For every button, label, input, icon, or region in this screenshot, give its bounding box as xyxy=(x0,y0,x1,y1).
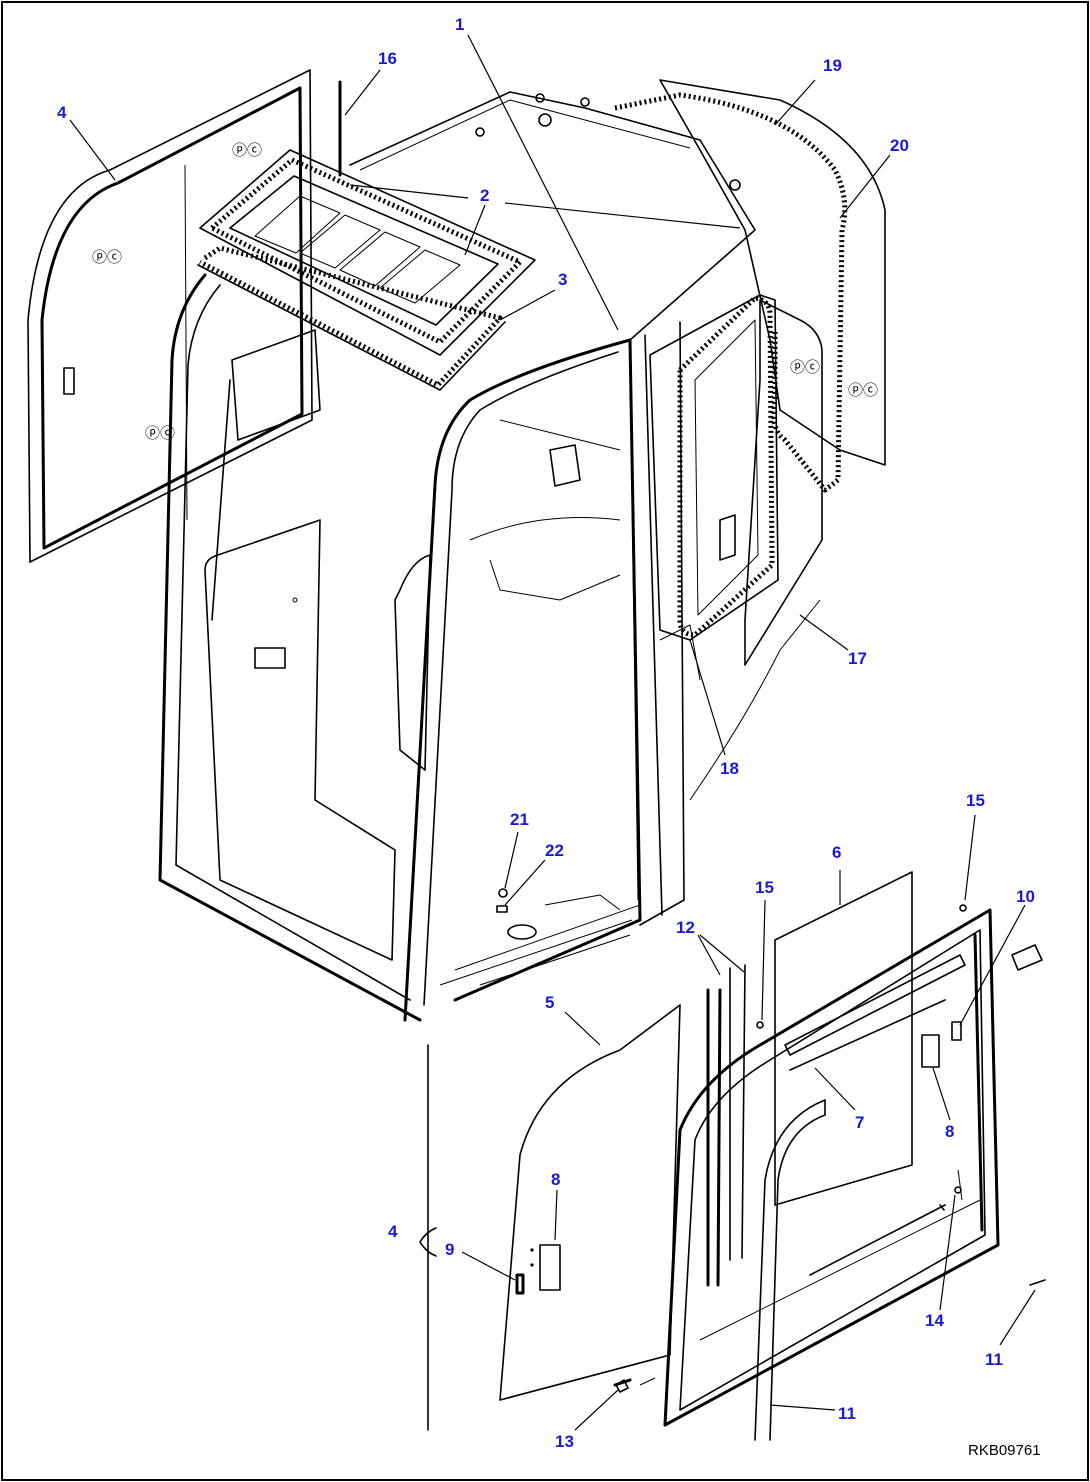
svg-text:ⓟⓒ: ⓟⓒ xyxy=(232,142,262,159)
callout-17: 17 xyxy=(848,649,867,668)
callout-12: 12 xyxy=(676,918,695,937)
callout-13: 13 xyxy=(555,1432,574,1451)
block-10 xyxy=(1011,944,1043,971)
callout-15-top: 15 xyxy=(966,791,985,810)
callout-14: 14 xyxy=(925,1311,944,1330)
screw-13 xyxy=(615,1379,629,1393)
washer-22 xyxy=(496,905,508,913)
callout-19: 19 xyxy=(823,56,842,75)
callout-10: 10 xyxy=(1016,887,1035,906)
svg-text:ⓟⓒ: ⓟⓒ xyxy=(848,382,878,399)
callout-11-mid: 11 xyxy=(838,1404,856,1423)
bolt-21 xyxy=(498,888,508,898)
right-rear-glass xyxy=(689,299,823,801)
callout-8-right: 8 xyxy=(945,1122,954,1141)
callout-16: 16 xyxy=(378,49,397,68)
callout-1: 1 xyxy=(455,15,464,34)
callout-6: 6 xyxy=(832,843,841,862)
door-glass-5 xyxy=(499,1004,681,1401)
clip-15-top xyxy=(959,904,967,912)
callout-7: 7 xyxy=(855,1113,864,1132)
callout-4-top: 4 xyxy=(57,103,67,122)
left-side-window-glass: ⓟⓒ ⓟⓒ ⓟⓒ xyxy=(27,69,313,563)
callout-15-mid: 15 xyxy=(755,878,774,897)
door-glass-6 xyxy=(774,871,913,1206)
rear-window xyxy=(649,294,779,641)
leader-lines xyxy=(69,34,1036,1431)
rubber-11 xyxy=(754,1099,826,1441)
roof-hatch-assembly xyxy=(197,149,536,391)
callout-8-left: 8 xyxy=(551,1170,560,1189)
pin-14 xyxy=(954,1186,962,1194)
callout-labels: 1 2 3 4 16 19 20 17 18 21 22 15 6 15 10 … xyxy=(57,15,1035,1451)
svg-text:ⓟⓒ: ⓟⓒ xyxy=(790,359,820,376)
channels-12 xyxy=(706,964,746,1287)
callout-18: 18 xyxy=(720,759,739,778)
callout-20: 20 xyxy=(890,136,909,155)
callout-22: 22 xyxy=(545,841,564,860)
rear-top-glass: ⓟⓒ ⓟⓒ xyxy=(614,79,886,493)
drawing-code: RKB09761 xyxy=(968,1442,1041,1459)
cab-frame xyxy=(158,91,756,1022)
callout-21: 21 xyxy=(510,810,529,829)
callout-4-bottom: 4 xyxy=(388,1222,398,1241)
callout-3: 3 xyxy=(558,270,567,289)
callout-5: 5 xyxy=(545,993,554,1012)
callout-2: 2 xyxy=(480,186,489,205)
callout-11-right: 11 xyxy=(985,1350,1003,1369)
clip-15-mid xyxy=(756,1021,764,1029)
door-frame xyxy=(663,908,1000,1427)
svg-text:ⓟⓒ: ⓟⓒ xyxy=(145,425,175,442)
svg-text:ⓟⓒ: ⓟⓒ xyxy=(92,249,122,266)
part-11-right xyxy=(1029,1279,1046,1286)
callout-9: 9 xyxy=(445,1240,454,1259)
bracket-4 xyxy=(419,1227,437,1257)
